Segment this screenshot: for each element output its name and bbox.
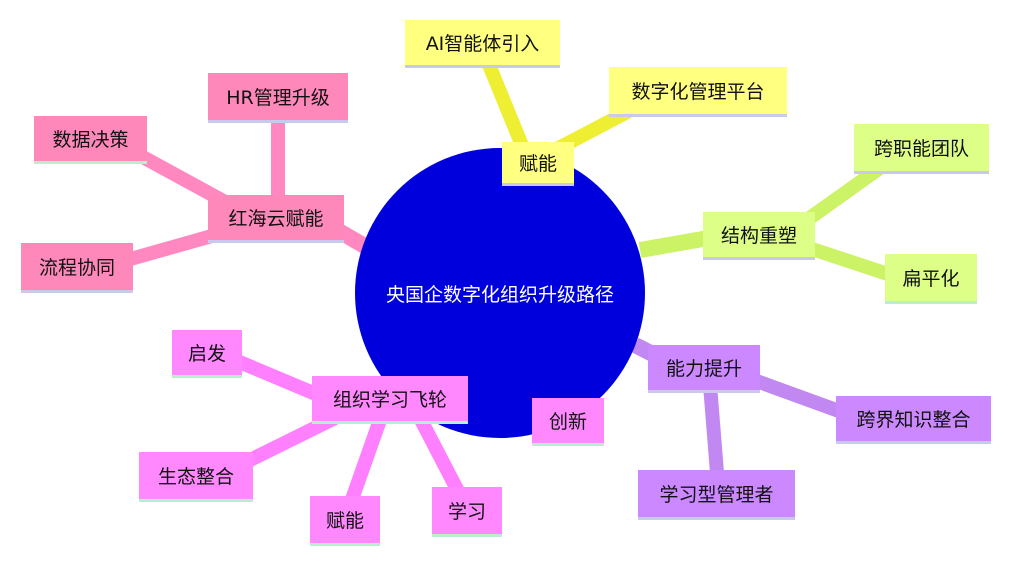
node-fw-empower-label: 赋能 [325, 510, 364, 532]
link-fw-empower [343, 417, 387, 508]
node-ai-agent-label: AI智能体引入 [425, 33, 540, 55]
node-inspire[interactable]: 启发 [172, 330, 242, 378]
link-learn [413, 414, 467, 499]
center-topic-label: 央国企数字化组织升级路径 [385, 283, 614, 306]
node-ecosystem[interactable]: 生态整合 [139, 452, 253, 502]
link-learning-manager [703, 384, 725, 486]
node-digital-platform-label: 数字化管理平台 [631, 81, 765, 103]
node-flatten-label: 扁平化 [902, 268, 960, 290]
node-digital-platform[interactable]: 数字化管理平台 [609, 67, 787, 117]
node-learn-label: 学习 [447, 501, 486, 523]
node-data-decision[interactable]: 数据决策 [34, 116, 147, 164]
node-hongcloud[interactable]: 红海云赋能 [208, 195, 344, 243]
node-innovation[interactable]: 创新 [532, 398, 604, 446]
node-capability-label: 能力提升 [665, 358, 742, 380]
node-learning-manager[interactable]: 学习型管理者 [638, 470, 795, 520]
node-inspire-label: 启发 [187, 343, 226, 365]
node-empower-label: 赋能 [518, 153, 557, 175]
node-process-sync[interactable]: 流程协同 [21, 243, 133, 293]
node-innovation-label: 创新 [548, 411, 587, 433]
link-flatten [797, 238, 903, 285]
node-cross-knowledge-label: 跨界知识整合 [856, 409, 971, 431]
node-structure-label: 结构重塑 [720, 225, 797, 247]
node-flywheel[interactable]: 组织学习飞轮 [312, 376, 468, 424]
node-cross-knowledge[interactable]: 跨界知识整合 [836, 396, 991, 444]
node-learn[interactable]: 学习 [432, 487, 502, 537]
node-ecosystem-label: 生态整合 [157, 466, 234, 488]
node-cross-team[interactable]: 跨职能团队 [854, 124, 989, 174]
node-flatten[interactable]: 扁平化 [885, 254, 977, 304]
node-empower[interactable]: 赋能 [502, 142, 574, 186]
node-fw-empower[interactable]: 赋能 [310, 496, 380, 546]
node-hr-upgrade-label: HR管理升级 [226, 87, 330, 109]
node-hongcloud-label: 红海云赋能 [228, 208, 324, 230]
node-structure[interactable]: 结构重塑 [703, 212, 815, 260]
node-cross-team-label: 跨职能团队 [873, 138, 969, 160]
node-process-sync-label: 流程协同 [38, 257, 115, 279]
node-capability[interactable]: 能力提升 [648, 345, 760, 393]
node-hr-upgrade[interactable]: HR管理升级 [208, 73, 348, 123]
node-ai-agent[interactable]: AI智能体引入 [405, 20, 560, 68]
node-data-decision-label: 数据决策 [52, 129, 129, 151]
node-learning-manager-label: 学习型管理者 [659, 484, 774, 506]
node-flywheel-label: 组织学习飞轮 [332, 389, 447, 411]
